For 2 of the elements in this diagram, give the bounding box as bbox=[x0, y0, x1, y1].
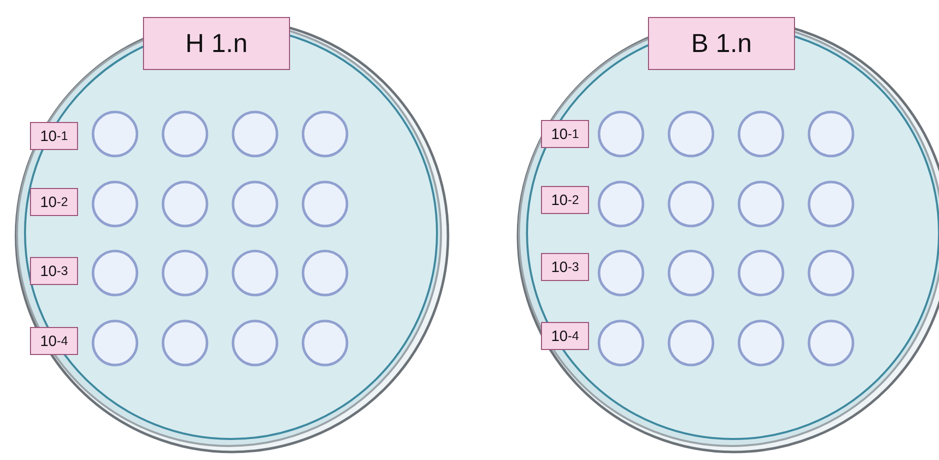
dish-label: B 1.n bbox=[648, 17, 795, 70]
dish-label: H 1.n bbox=[143, 17, 290, 70]
